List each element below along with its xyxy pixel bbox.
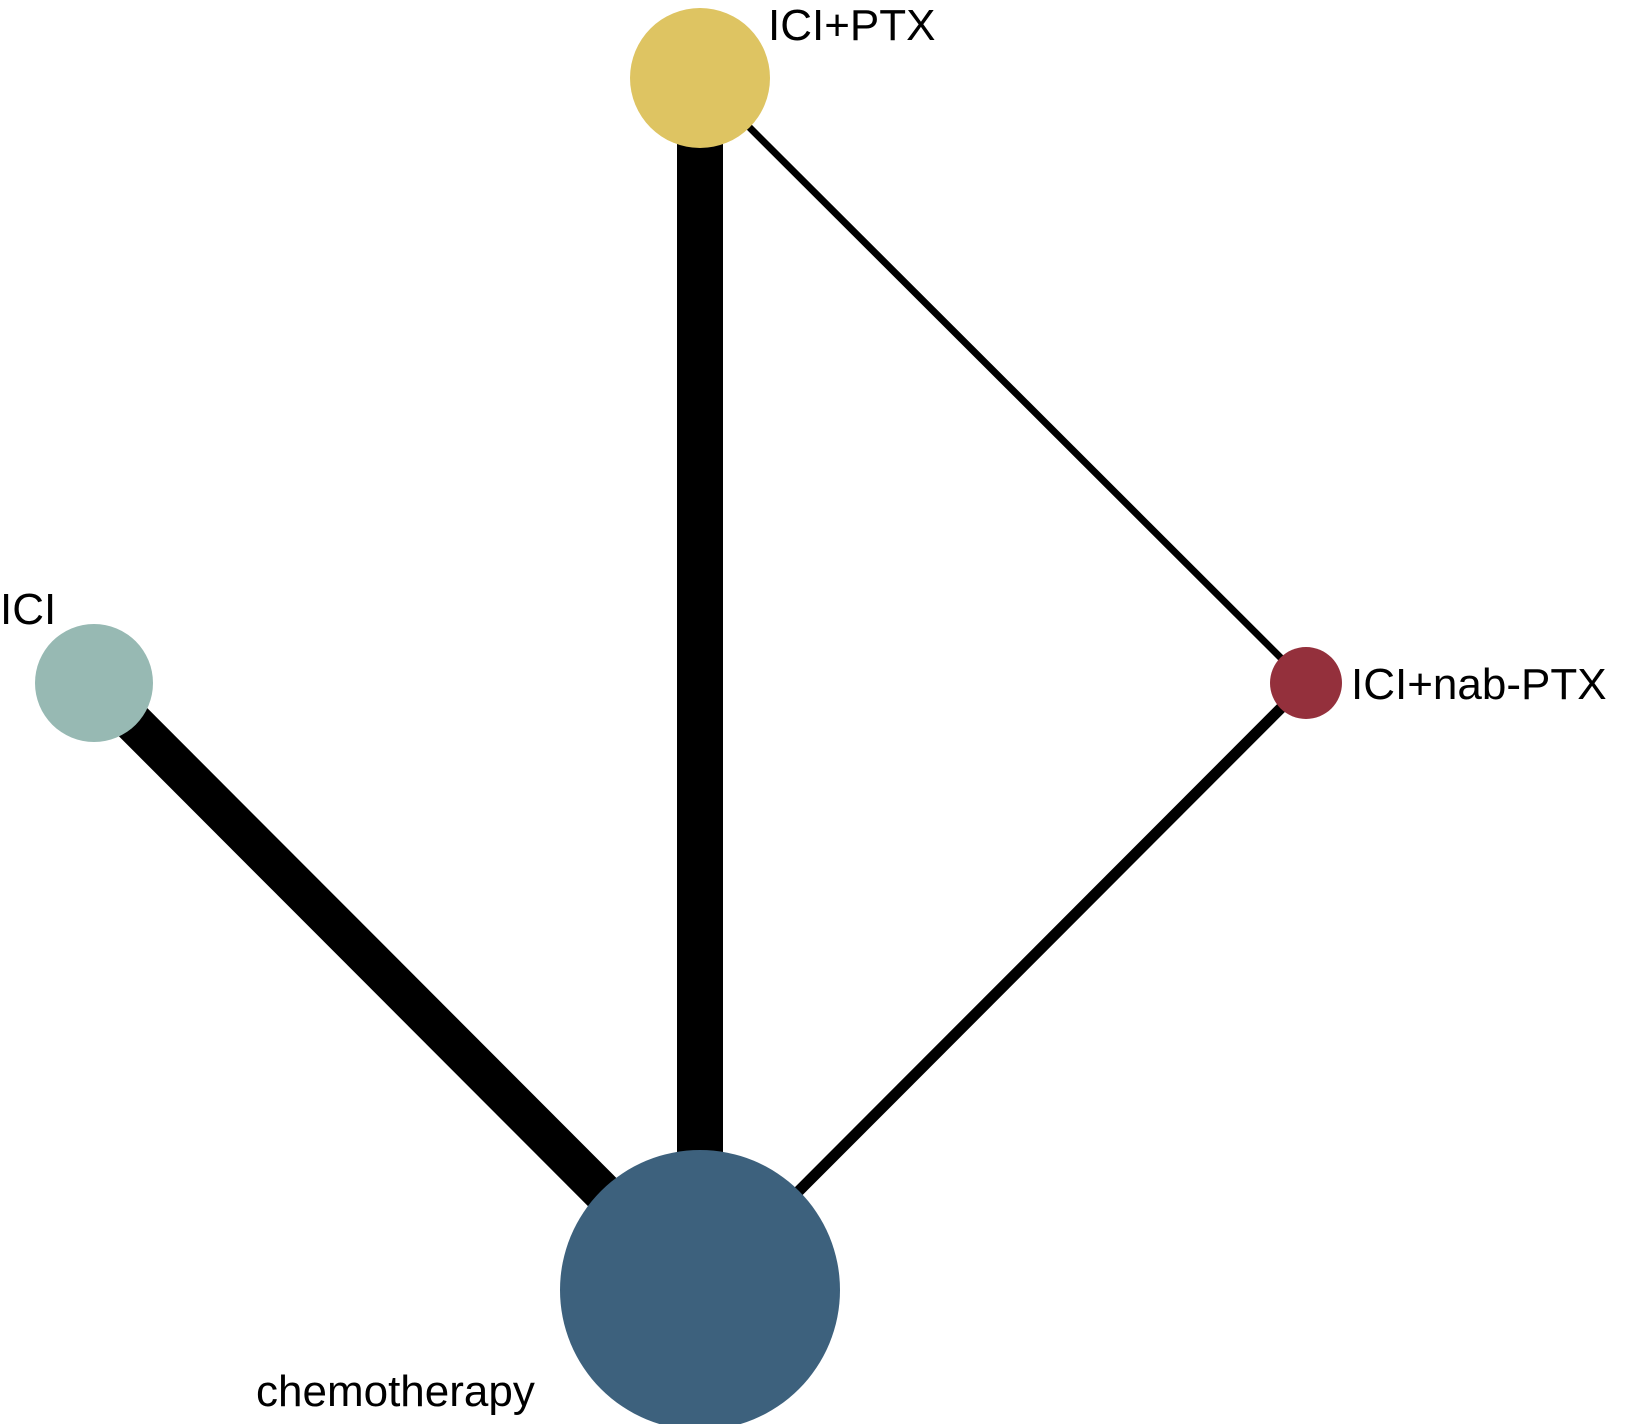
- node-chemotherapy: [560, 1150, 840, 1424]
- node-label-ici-nab-ptx: ICI+nab-PTX: [1351, 660, 1607, 709]
- edge-ici-nab-ptx-chemotherapy: [696, 679, 1310, 1294]
- node-ici: [35, 624, 153, 742]
- edge-ici-chemotherapy: [79, 668, 715, 1305]
- node-ici-nab-ptx: [1270, 647, 1342, 719]
- node-label-chemotherapy: chemotherapy: [256, 1367, 535, 1416]
- edge-ici-ptx-ici-nab-ptx: [697, 75, 1309, 686]
- node-label-ici: ICI: [0, 585, 56, 634]
- node-ici-ptx: [630, 8, 770, 148]
- node-label-ici-ptx: ICI+PTX: [768, 1, 936, 50]
